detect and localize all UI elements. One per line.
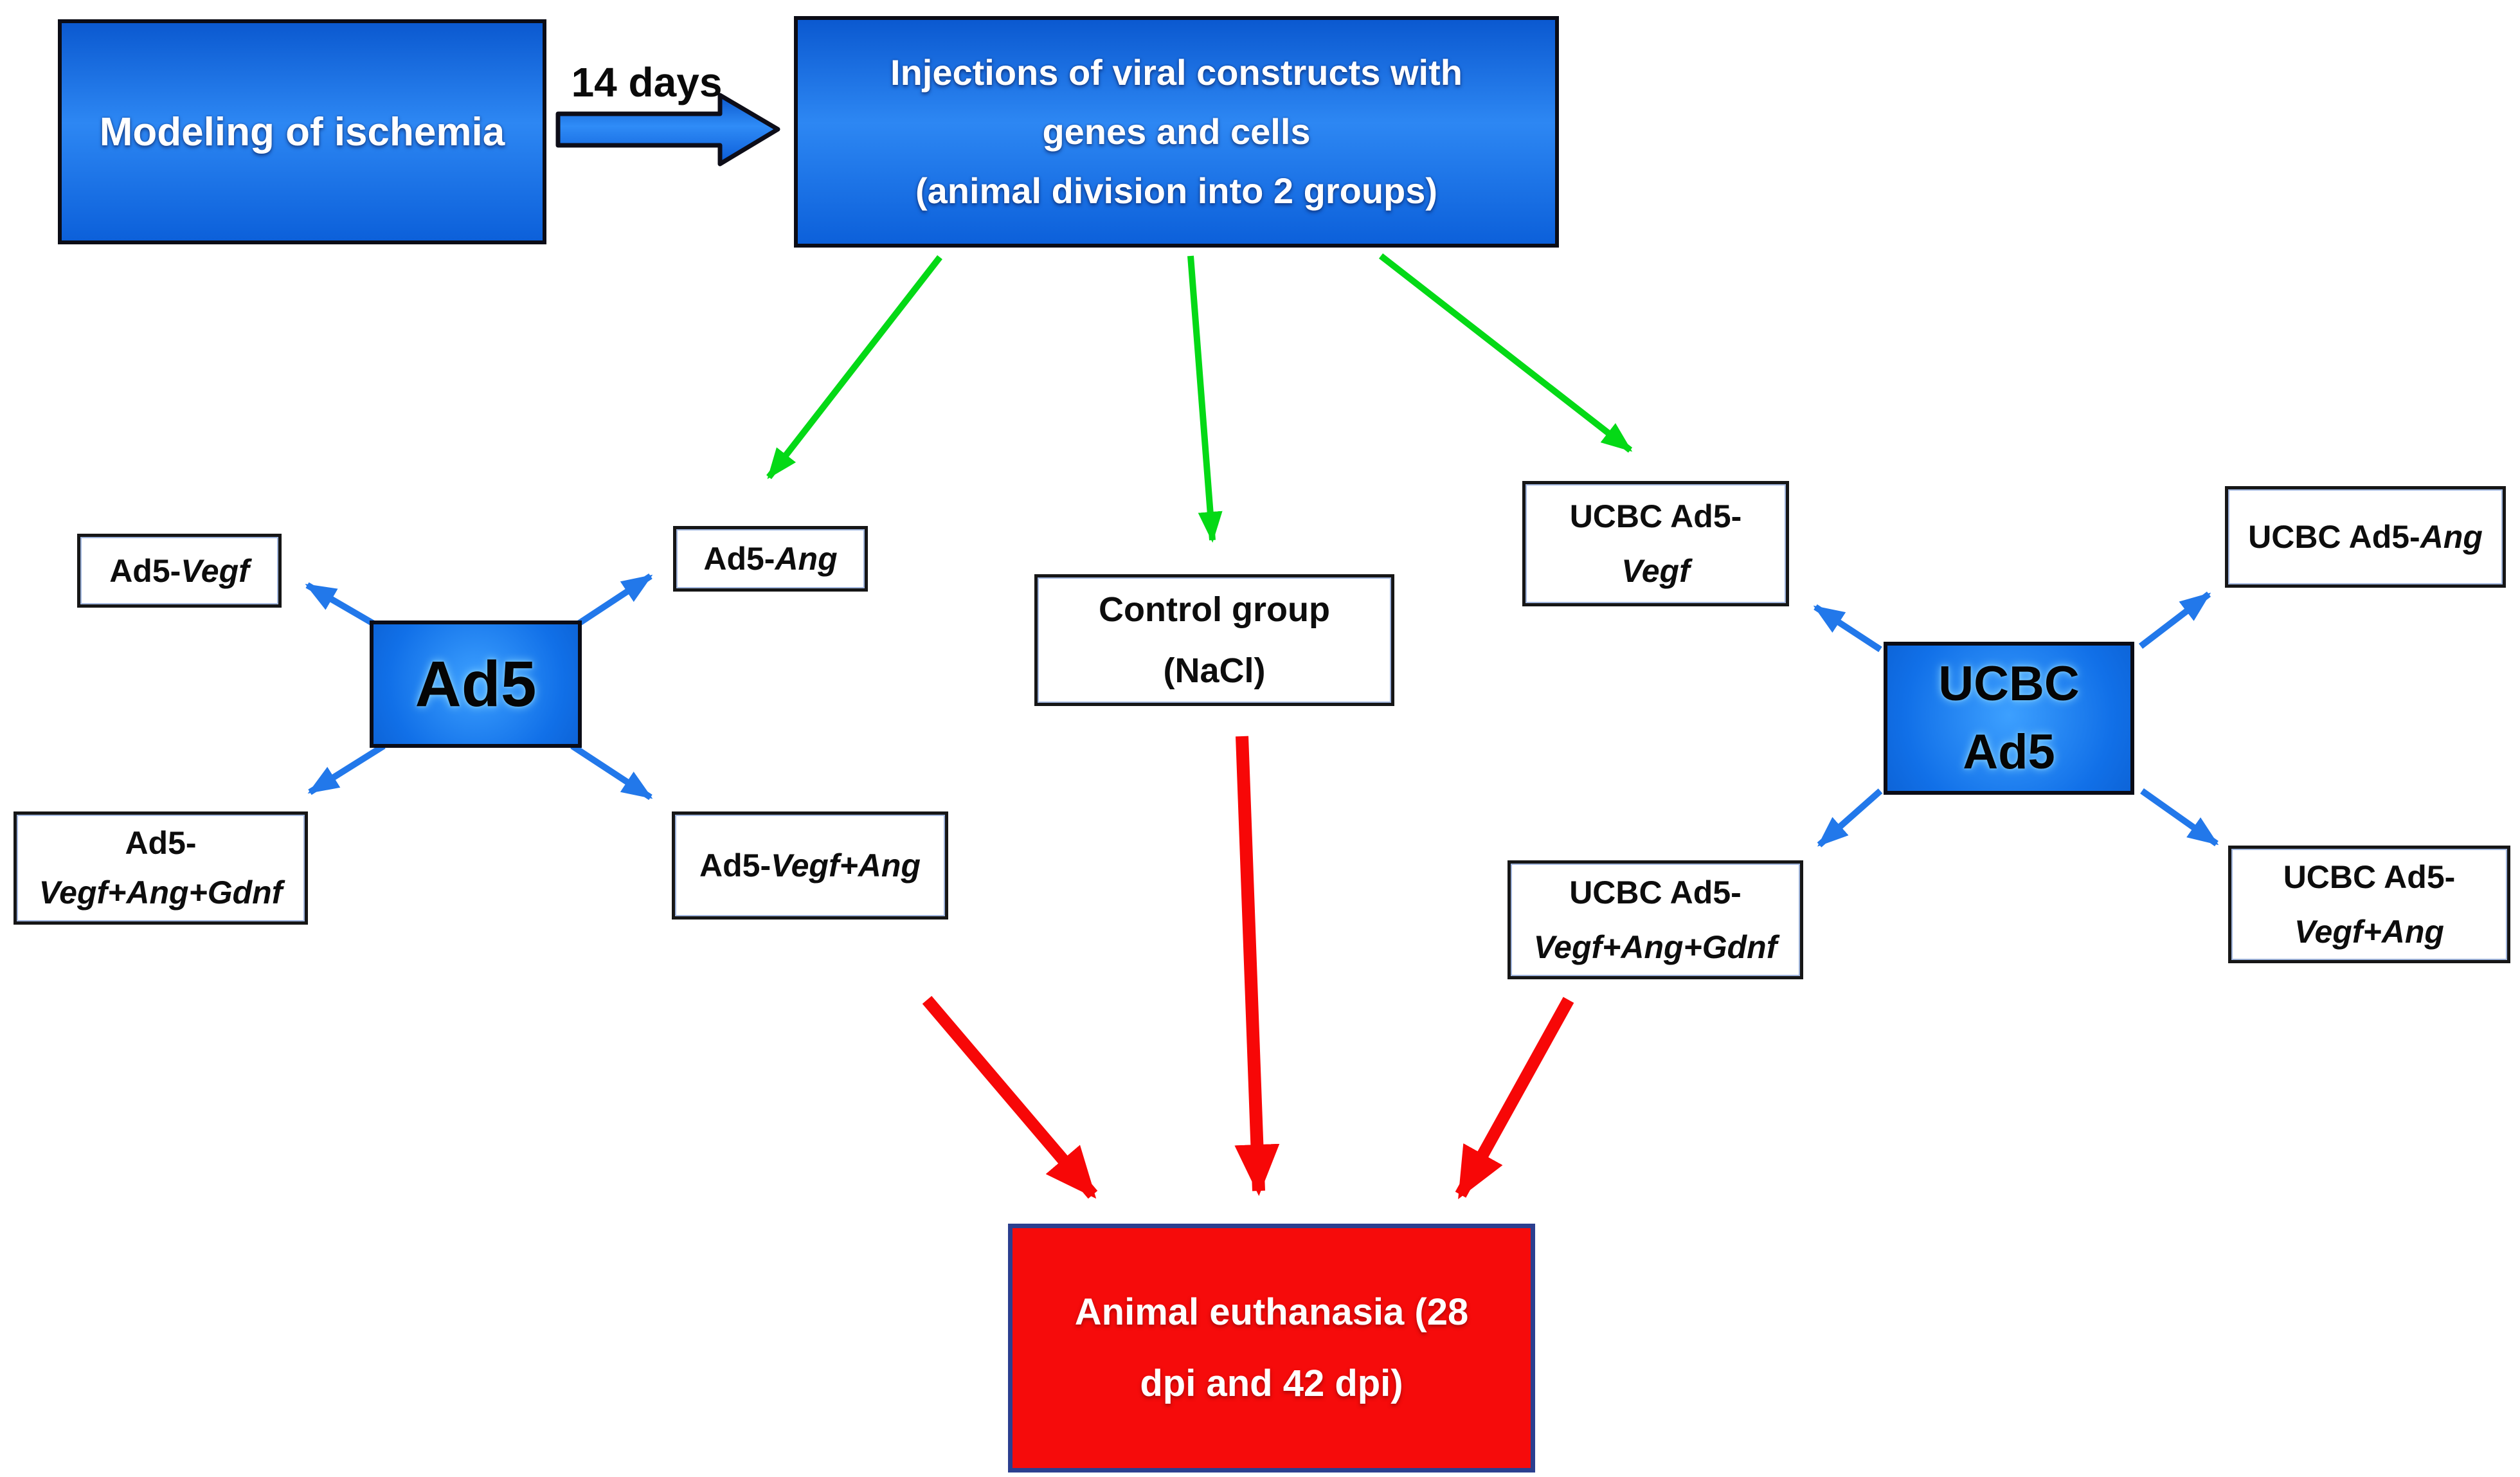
- blue-arrow-ucbc-to-gdnf: [1817, 788, 1883, 847]
- ad5-gdnf-line2: Vegf+Ang+Gdnf: [39, 874, 283, 911]
- ad5-vegf-gene: Vegf: [181, 552, 249, 589]
- red-arrow-from-ucbc-group: [1455, 997, 1574, 1199]
- ucbc-vegf-line1: UCBC Ad5-: [1569, 498, 1742, 534]
- ad5-vegf-prefix: Ad5-: [109, 552, 181, 589]
- ucbc-vegf-ang-line2: Vegf+Ang: [2294, 913, 2444, 950]
- blue-arrow-ad5-to-gdnf: [307, 743, 386, 795]
- euthanasia-line2: dpi and 42 dpi): [1140, 1362, 1403, 1404]
- green-arrow-to-control-group: [1187, 255, 1223, 543]
- node-ad5-hub: Ad5: [370, 621, 582, 748]
- blue-arrow-ucbc-to-ang: [2138, 592, 2211, 649]
- node-ucbc-ad5-ang: UCBC Ad5-Ang: [2225, 486, 2506, 588]
- ucbc-vegf-line2: Vegf: [1621, 552, 1690, 589]
- ucbc-ang-label: UCBC Ad5-Ang: [2228, 518, 2503, 556]
- node-ucbc-ad5-vegf-ang: UCBC Ad5- Vegf+Ang: [2228, 846, 2510, 963]
- red-arrow-from-control-group: [1234, 736, 1280, 1196]
- block-arrow-14-days: [555, 93, 780, 167]
- node-ad5-vegf-ang: Ad5-Vegf+Ang: [672, 811, 948, 920]
- node-modeling-of-ischemia: Modeling of ischemia: [58, 19, 546, 244]
- ad5-hub-label: Ad5: [415, 648, 537, 720]
- injections-line3: (animal division into 2 groups): [915, 170, 1438, 211]
- injections-line2: genes and cells: [1042, 111, 1311, 152]
- ucbc-hub-line2: Ad5: [1963, 725, 2055, 779]
- node-ad5-vegf-ang-gdnf: Ad5- Vegf+Ang+Gdnf: [14, 811, 308, 925]
- control-line2: (NaCl): [1163, 651, 1266, 690]
- ad5-vegf-ang-prefix: Ad5-: [699, 847, 771, 883]
- ad5-vegf-label: Ad5-Vegf: [80, 552, 278, 590]
- node-injections: Injections of viral constructs with gene…: [794, 16, 1559, 248]
- node-ad5-ang: Ad5-Ang: [673, 526, 868, 592]
- modeling-label: Modeling of ischemia: [99, 109, 505, 154]
- ucbc-hub-line1: UCBC: [1938, 656, 2080, 711]
- control-line1: Control group: [1099, 590, 1330, 629]
- ad5-ang-gene: Ang: [775, 541, 838, 577]
- euthanasia-line1: Animal euthanasia (28: [1074, 1291, 1469, 1334]
- blue-arrow-ucbc-to-vegf: [1813, 604, 1882, 653]
- ucbc-gdnf-line2: Vegf+Ang+Gdnf: [1533, 929, 1778, 965]
- ucbc-vegf-ang-line1: UCBC Ad5-: [2283, 858, 2456, 895]
- ucbc-ang-gene: Ang: [2420, 519, 2483, 555]
- blue-arrow-ucbc-to-vegf-ang: [2140, 788, 2219, 847]
- node-animal-euthanasia: Animal euthanasia (28 dpi and 42 dpi): [1008, 1224, 1535, 1472]
- node-ucbc-ad5-hub: UCBC Ad5: [1884, 642, 2134, 795]
- ad5-vegf-ang-label: Ad5-Vegf+Ang: [675, 847, 945, 884]
- ad5-ang-label: Ad5-Ang: [676, 540, 865, 577]
- red-arrow-from-ad5-group: [922, 995, 1098, 1199]
- ad5-ang-prefix: Ad5-: [703, 541, 775, 577]
- injections-line1: Injections of viral constructs with: [890, 52, 1462, 93]
- ad5-vegf-ang-gene: Vegf+Ang: [771, 847, 921, 883]
- ucbc-gdnf-line1: UCBC Ad5-: [1569, 874, 1742, 911]
- blue-arrow-ad5-to-ang: [572, 573, 653, 630]
- ad5-gdnf-line1: Ad5-: [125, 824, 197, 861]
- interval-label-14-days: 14 days: [571, 59, 723, 105]
- blue-arrow-ad5-to-vegf-ang: [570, 743, 653, 801]
- node-ucbc-ad5-vegf-ang-gdnf: UCBC Ad5- Vegf+Ang+Gdnf: [1508, 860, 1803, 979]
- node-ucbc-ad5-vegf: UCBC Ad5- Vegf: [1522, 481, 1789, 606]
- green-arrow-to-ucbc-group: [1378, 253, 1633, 453]
- green-arrow-to-ad5-group: [766, 255, 942, 480]
- ucbc-ang-prefix: UCBC Ad5-: [2248, 519, 2420, 555]
- node-ad5-vegf: Ad5-Vegf: [77, 534, 282, 608]
- node-control-group: Control group (NaCl): [1034, 574, 1394, 706]
